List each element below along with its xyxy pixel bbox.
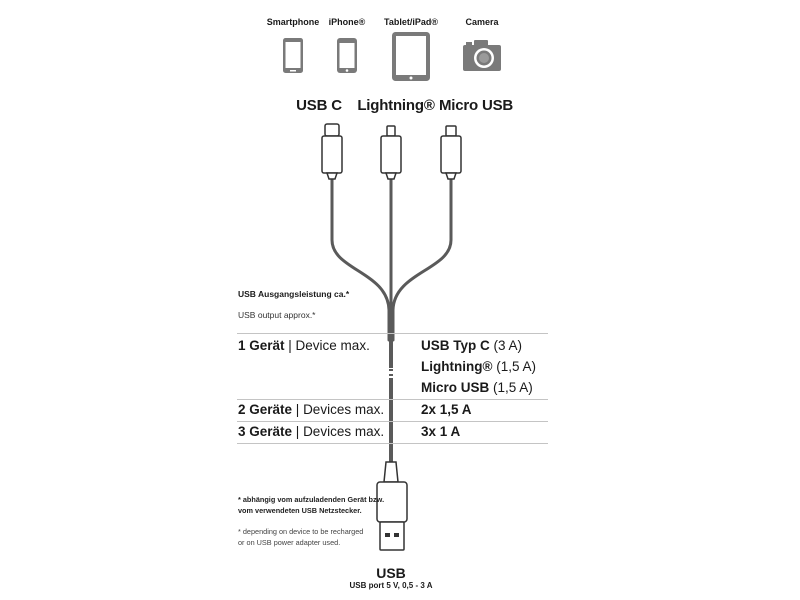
row-3-label: 3 Geräte | Devices max. bbox=[238, 424, 385, 439]
usb-label: USB bbox=[376, 565, 406, 581]
device-label-camera: Camera bbox=[465, 17, 499, 27]
row-1-label-de: 1 Gerät bbox=[238, 338, 285, 353]
footnote-en-line-2: or on USB power adapter used. bbox=[238, 538, 341, 547]
row-1-value-3-amp: (1,5 A) bbox=[493, 380, 533, 395]
cable-gap bbox=[386, 368, 396, 378]
device-label-tablet: Tablet/iPad® bbox=[384, 17, 438, 27]
footnote-en-line-1: * depending on device to be recharged bbox=[238, 527, 364, 536]
tablet-icon bbox=[392, 32, 430, 81]
microusb-cable bbox=[391, 175, 453, 342]
row-2-value: 2x 1,5 A bbox=[421, 402, 472, 417]
row-2-label-en: Devices max. bbox=[303, 402, 385, 417]
footnote-en: * depending on device to be recharged or… bbox=[238, 526, 363, 548]
row-1-value-2: Lightning® (1,5 A) bbox=[421, 359, 536, 374]
row-1-value-1: USB Typ C (3 A) bbox=[421, 338, 522, 353]
separator-top bbox=[237, 333, 548, 334]
row-1-value-1-name: USB Typ C bbox=[421, 338, 490, 353]
row-1-value-3-name: Micro USB bbox=[421, 380, 490, 395]
camera-icon bbox=[463, 40, 501, 71]
row-2-label-de: 2 Geräte bbox=[238, 402, 293, 417]
row-3-label-de: 3 Geräte bbox=[238, 424, 293, 439]
device-label-iphone: iPhone® bbox=[328, 17, 366, 27]
connector-label-usbc: USB C bbox=[296, 97, 342, 114]
output-title-en: USB output approx.* bbox=[238, 310, 316, 320]
lightning-connector bbox=[380, 125, 402, 180]
usb-a-pins bbox=[385, 533, 399, 537]
row-1-label-en: Device max. bbox=[295, 338, 370, 353]
row-1-value-3: Micro USB (1,5 A) bbox=[421, 380, 533, 395]
row-1-value-1-amp: (3 A) bbox=[493, 338, 523, 353]
usb-sublabel: USB port 5 V, 0,5 - 3 A bbox=[349, 581, 433, 590]
usbc-cable bbox=[330, 175, 391, 342]
device-label-smartphone: Smartphone bbox=[266, 17, 320, 27]
footnote-de-line-2: vom verwendeten USB Netzstecker. bbox=[238, 506, 362, 515]
cable-gap-dots bbox=[389, 369, 393, 376]
row-1-label: 1 Gerät | Device max. bbox=[238, 338, 370, 353]
footnote-de-line-1: * abhängig vom aufzuladenden Gerät bzw. bbox=[238, 495, 385, 504]
iphone-icon bbox=[337, 38, 357, 73]
separator-2 bbox=[237, 421, 548, 422]
connector-label-lightning: Lightning® bbox=[357, 97, 435, 114]
row-2-label: 2 Geräte | Devices max. bbox=[238, 402, 385, 417]
row-1-value-2-amp: (1,5 A) bbox=[496, 359, 536, 374]
row-1-value-2-name: Lightning® bbox=[421, 359, 493, 374]
row-3-label-en: Devices max. bbox=[303, 424, 385, 439]
footnote-de: * abhängig vom aufzuladenden Gerät bzw. … bbox=[238, 494, 384, 516]
output-title-de: USB Ausgangsleistung ca.* bbox=[238, 289, 350, 299]
cable-lines bbox=[330, 175, 453, 464]
usb-a-connector bbox=[376, 461, 408, 551]
microusb-connector bbox=[440, 125, 462, 180]
usbc-connector bbox=[321, 123, 343, 180]
separator-bottom bbox=[237, 443, 548, 444]
separator-1 bbox=[237, 399, 548, 400]
row-3-value: 3x 1 A bbox=[421, 424, 461, 439]
smartphone-icon bbox=[283, 38, 303, 73]
connector-label-microusb: Micro USB bbox=[438, 97, 514, 114]
